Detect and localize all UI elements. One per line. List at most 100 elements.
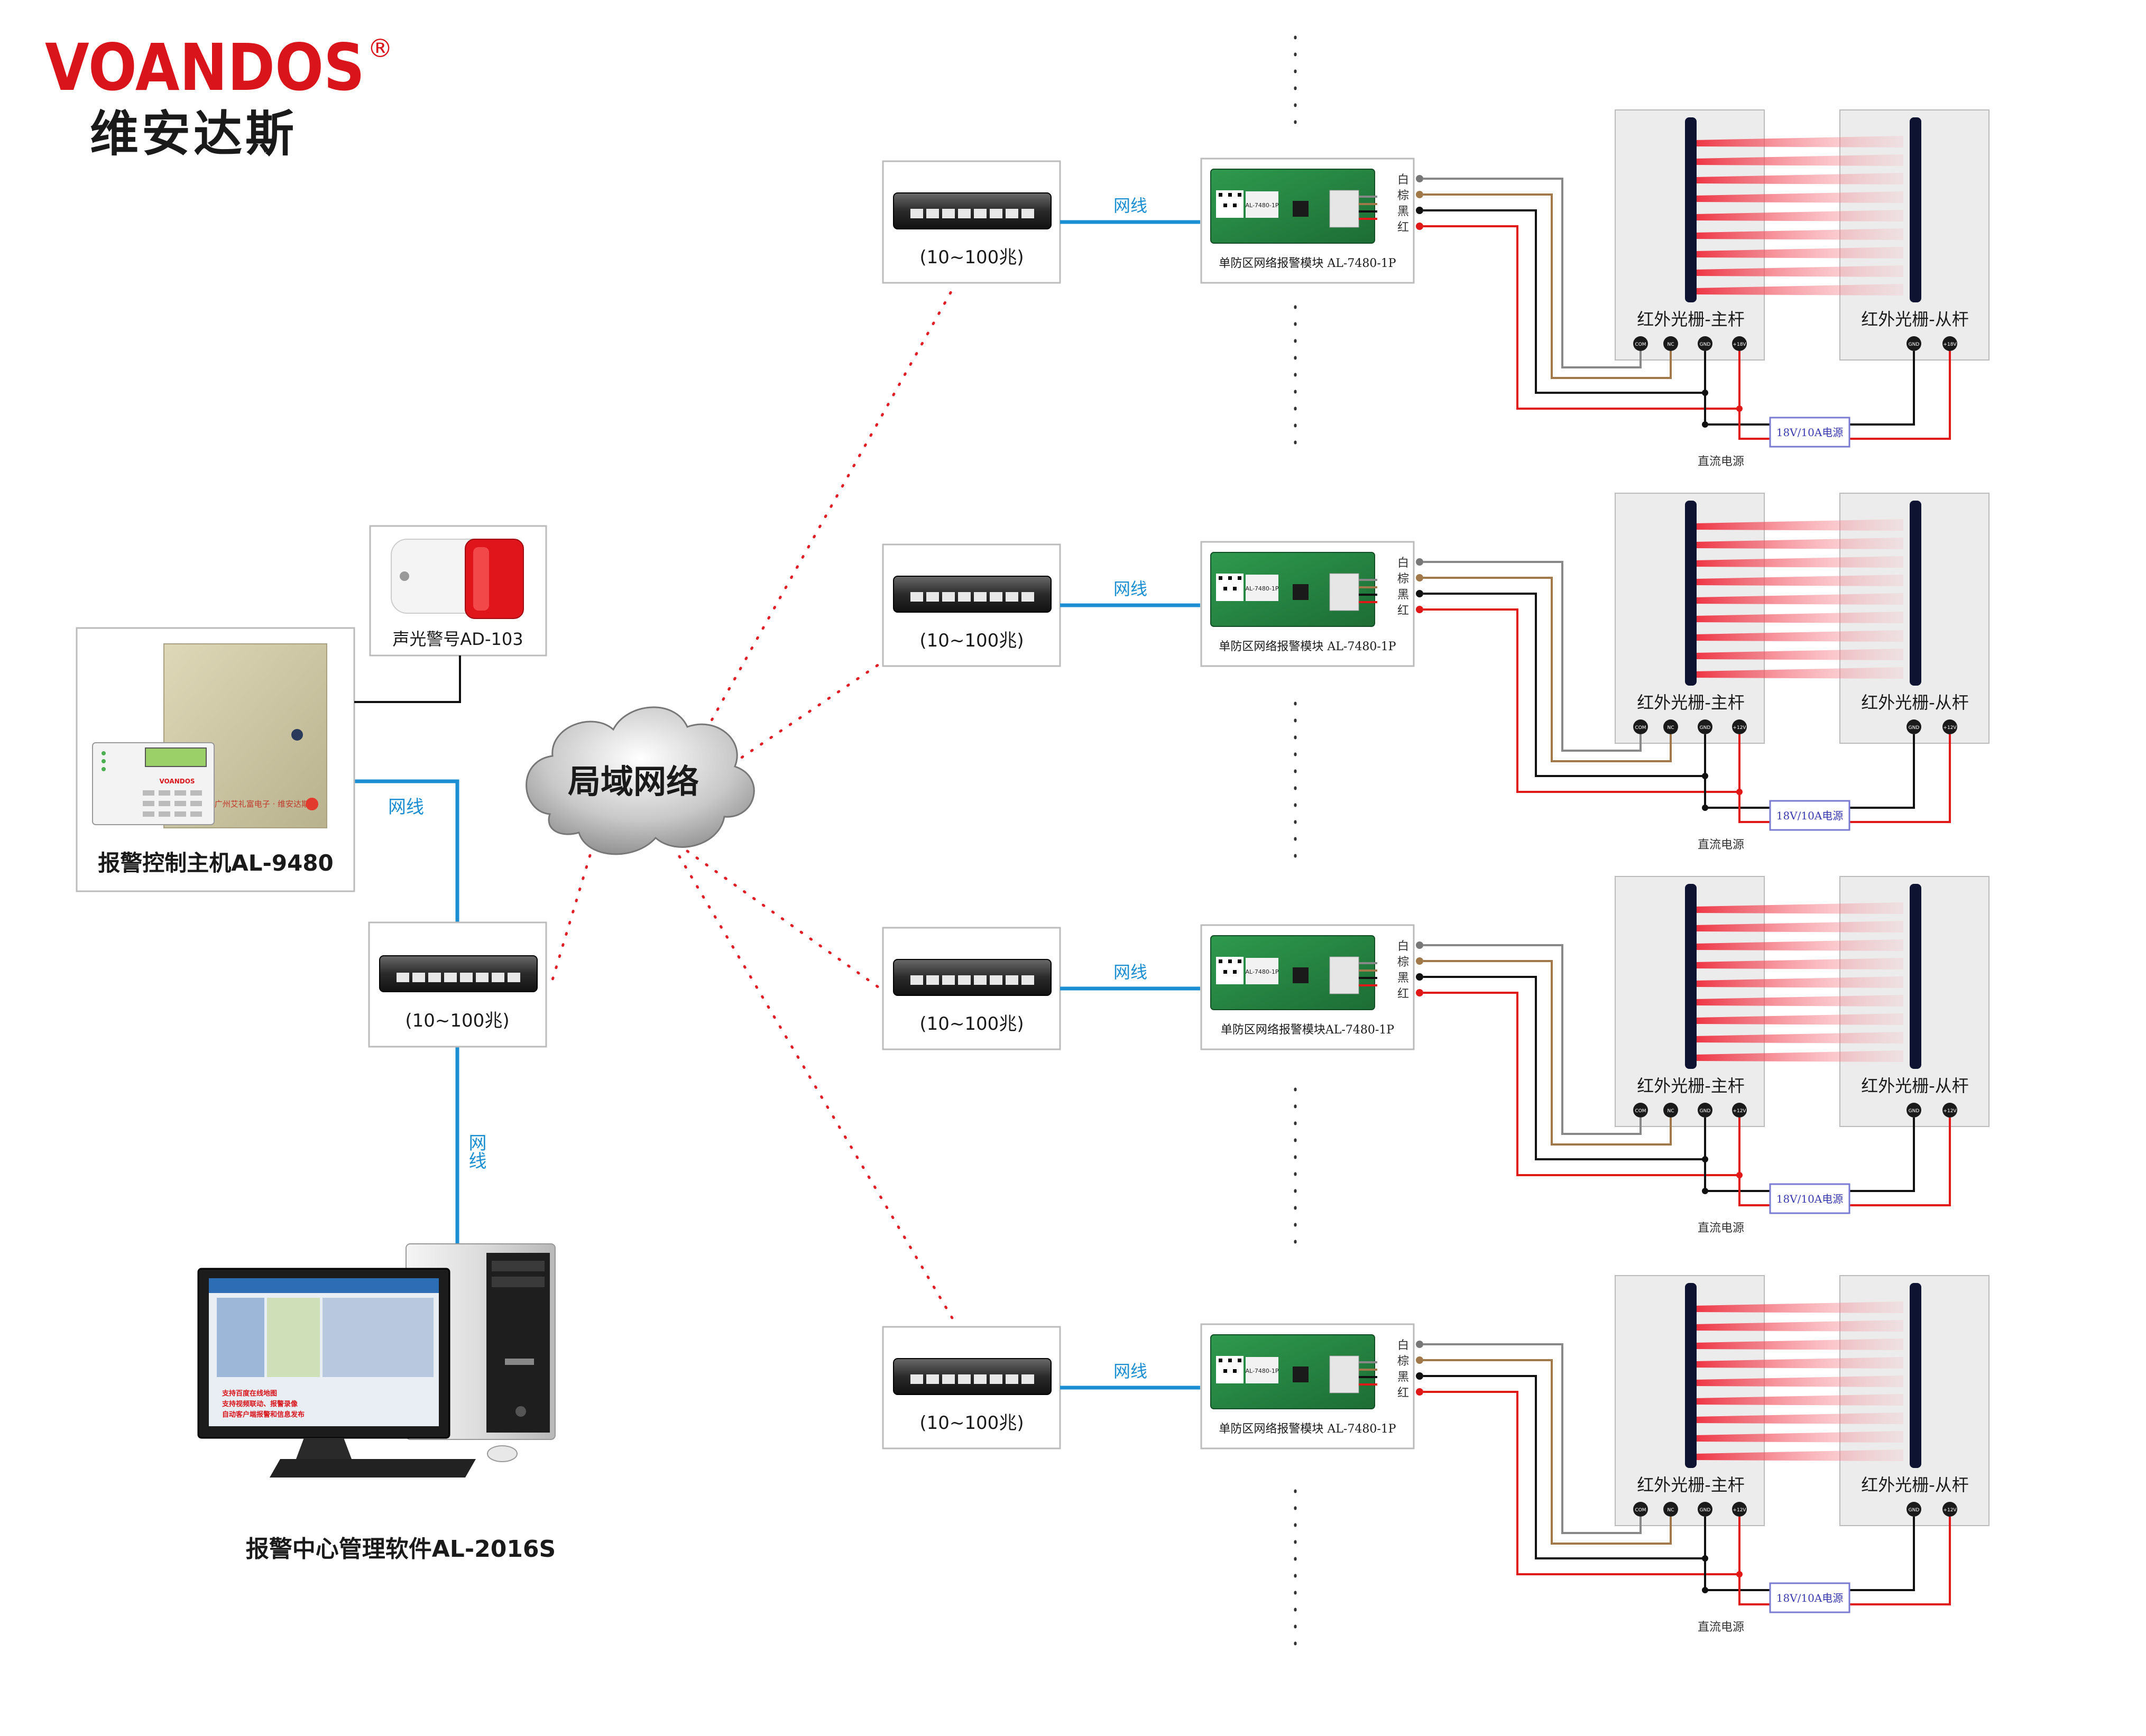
- switch-port-icon: [1006, 209, 1018, 218]
- lan-label: 局域网络: [568, 762, 699, 801]
- switch-port-icon: [990, 975, 1002, 985]
- master-pole: [1685, 884, 1697, 1069]
- brand-name-cn: 维安达斯: [90, 106, 297, 162]
- ir-beam: [1694, 667, 1903, 679]
- host-lcd-screen: [145, 747, 207, 767]
- siren-label: 声光警号AD-103: [392, 629, 523, 649]
- slave-terminal: [1906, 1103, 1921, 1118]
- switch-port-icon: [942, 1374, 955, 1384]
- wire-gnd: [1704, 1118, 1770, 1192]
- master-terminal-label: NC: [1667, 342, 1674, 347]
- host-keypad-brand: VOANDOS: [159, 778, 195, 785]
- switch-port-icon: [926, 592, 939, 602]
- siren-wire: [354, 655, 461, 703]
- ir-beam: [1694, 575, 1903, 586]
- wire-label: 白: [1397, 557, 1409, 570]
- wire-terminal-dot: [1416, 175, 1423, 182]
- ir-beam: [1694, 1431, 1903, 1443]
- wire-white: [1423, 944, 1642, 1135]
- switch-port-icon: [1021, 209, 1034, 218]
- ir-beam: [1694, 173, 1903, 184]
- module-label: 单防区网络报警模块 AL-7480-1P: [1219, 640, 1396, 653]
- ir-beam: [1694, 265, 1903, 277]
- module-terminal: [1329, 190, 1359, 228]
- wire-label: 白: [1397, 940, 1409, 953]
- slave-terminal-label: +12V: [1943, 725, 1957, 731]
- slave-label: 红外光栅-从杆: [1861, 1076, 1969, 1096]
- master-terminal: [1633, 719, 1648, 734]
- switch-port-icon: [910, 209, 923, 218]
- zone-switch-body: [893, 1358, 1052, 1395]
- slave-terminal: [1906, 1502, 1921, 1517]
- switch-port-icon: [990, 592, 1002, 602]
- wire-terminal-dot: [1416, 574, 1423, 581]
- switch-port-icon: [958, 975, 971, 985]
- wire-label: 棕: [1397, 189, 1409, 202]
- pc-mouse: [487, 1445, 518, 1462]
- ir-beam: [1694, 556, 1903, 568]
- ir-beam: [1694, 1050, 1903, 1062]
- module-terminal: [1329, 956, 1359, 994]
- zone-cable-label: 网线: [1113, 962, 1147, 982]
- junction-dot: [1702, 1156, 1708, 1162]
- junction-dot: [1702, 1587, 1708, 1593]
- switch-port-icon: [958, 209, 971, 218]
- slave-terminal: [1942, 719, 1957, 734]
- wire-power: [1738, 792, 1770, 823]
- ir-beam: [1694, 976, 1903, 988]
- dc-label: 直流电源: [1698, 455, 1744, 468]
- master-terminal-label: NC: [1667, 1508, 1674, 1513]
- host-lock-icon: [291, 729, 303, 741]
- switch-port-icon: [942, 209, 955, 218]
- ir-beam: [1694, 995, 1903, 1006]
- master-terminal-label: COM: [1635, 1508, 1646, 1513]
- software-line-3: 自动客户端报警和信息发布: [222, 1410, 305, 1419]
- wire-power: [1738, 1574, 1770, 1605]
- ir-beam: [1694, 1375, 1903, 1387]
- dc-label: 直流电源: [1698, 838, 1744, 852]
- junction-dot: [1736, 1172, 1743, 1178]
- wire-label: 红: [1397, 221, 1409, 234]
- ir-beam: [1694, 1338, 1903, 1350]
- slave-pole: [1910, 117, 1921, 302]
- module-chip: [1246, 958, 1278, 984]
- master-terminal: [1732, 1103, 1747, 1118]
- slave-pole: [1910, 1283, 1921, 1468]
- switch-port-icon: [1006, 1374, 1018, 1384]
- master-terminal-label: COM: [1635, 725, 1646, 731]
- master-terminal-label: COM: [1635, 1109, 1646, 1114]
- master-terminal: [1698, 1502, 1712, 1517]
- module-ic-icon: [1293, 584, 1309, 600]
- zone-switch-body: [893, 576, 1052, 613]
- master-terminal: [1663, 719, 1678, 734]
- junction-dot: [1736, 405, 1743, 412]
- ir-beam: [1694, 1301, 1903, 1313]
- master-pole: [1685, 501, 1697, 686]
- master-terminal: [1732, 336, 1747, 351]
- master-label: 红外光栅-主杆: [1637, 309, 1745, 329]
- master-pole: [1685, 117, 1697, 302]
- wire-terminal-dot: [1416, 1356, 1423, 1364]
- module-ic-icon: [1293, 1366, 1309, 1382]
- wire-label: 棕: [1397, 572, 1409, 586]
- master-terminal: [1698, 336, 1712, 351]
- wire-slave-gnd: [1849, 351, 1915, 426]
- switch-port-icon: [958, 592, 971, 602]
- host-keys: [143, 790, 202, 817]
- psu-label: 18V/10A电源: [1776, 809, 1844, 822]
- wire-slave-gnd: [1849, 734, 1915, 809]
- wire-terminal-dot: [1416, 606, 1423, 613]
- wire-white: [1423, 178, 1642, 368]
- wire-slave-gnd: [1849, 1517, 1915, 1591]
- wire-terminal-dot: [1416, 1372, 1423, 1380]
- wire-black: [1423, 976, 1705, 1160]
- switch-port-icon: [926, 1374, 939, 1384]
- zone-switch-label: (10~100兆): [919, 247, 1024, 268]
- wire-label: 黑: [1397, 588, 1409, 602]
- zone-switch-body: [893, 959, 1052, 996]
- wire-label: 棕: [1397, 956, 1409, 969]
- module-chip-label: AL-7480-1P: [1245, 585, 1278, 592]
- master-terminal-label: +12V: [1733, 725, 1746, 731]
- software-line-2: 支持视频联动、报警录像: [222, 1400, 298, 1408]
